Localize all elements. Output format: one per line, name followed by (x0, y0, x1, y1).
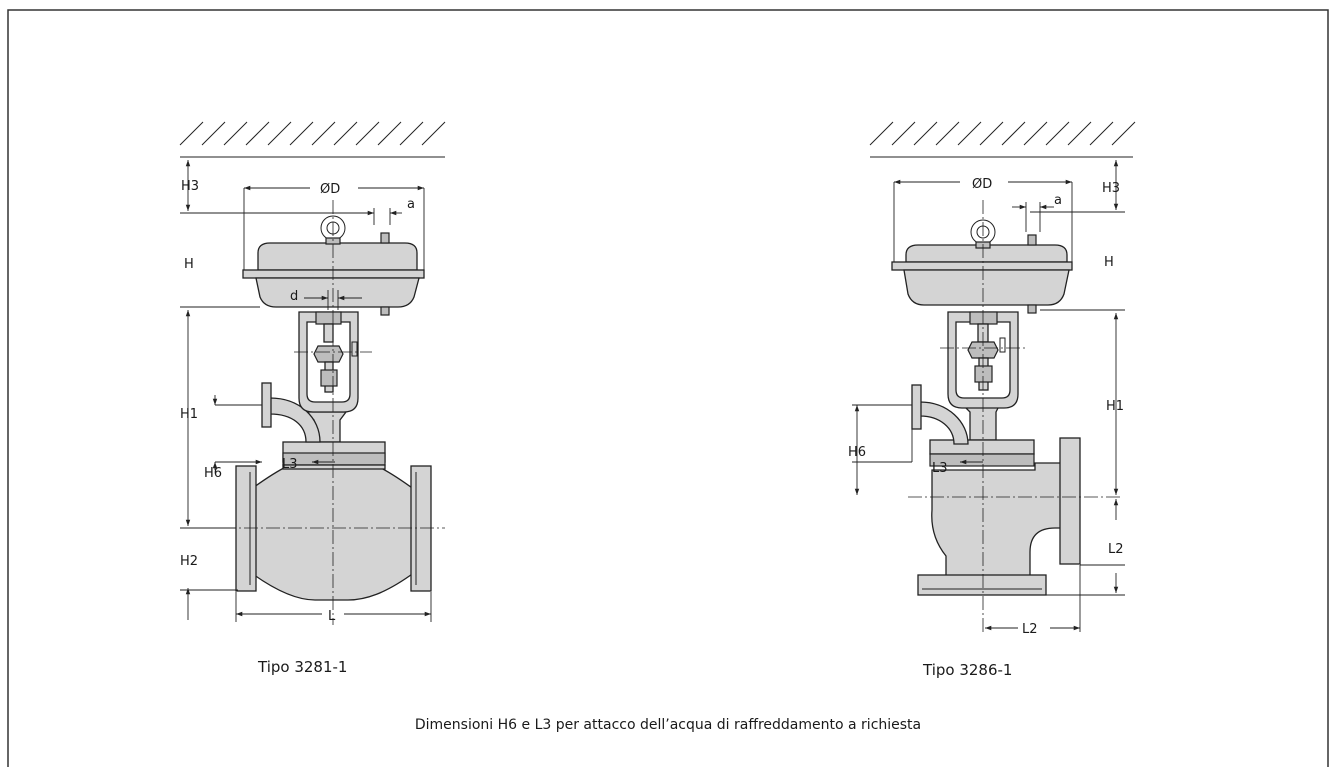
actuator-left (242, 215, 425, 316)
label-d-left: d (290, 289, 298, 304)
valve-3281-1: ØD a d H3 H H1 H6 L3 H2 L Tipo 3281-1 (179, 121, 446, 676)
valve-3286-1: ØD a H3 H H1 H6 L3 L2 L2 Tipo 3286-1 (848, 121, 1136, 679)
caption-left: Tipo 3281-1 (257, 658, 347, 676)
flange-left-b (410, 465, 432, 592)
dimensions-right (852, 160, 1125, 632)
yoke-right (947, 311, 1019, 409)
label-l3-right: L3 (932, 461, 948, 476)
label-od-right: ØD (972, 177, 992, 192)
label-h1-right: H1 (1106, 399, 1124, 414)
label-h3-left: H3 (181, 179, 199, 194)
cooling-pipe-right (919, 401, 969, 445)
valve-body-left (249, 457, 416, 601)
label-h-left: H (184, 257, 194, 272)
bottom-flange-right (917, 574, 1047, 596)
yoke-left (298, 311, 359, 413)
label-od-left: ØD (320, 182, 340, 197)
angle-body-right (931, 462, 1071, 577)
label-l2-vertical-right: L2 (1108, 542, 1124, 557)
ceiling-hatch-right (869, 121, 1136, 158)
label-h6-right: H6 (848, 445, 866, 460)
bonnet-right (960, 403, 1002, 441)
footnote: Dimensioni H6 e L3 per attacco dell’acqu… (415, 717, 921, 733)
dimensions-left (180, 160, 432, 622)
label-h3-right: H3 (1102, 181, 1120, 196)
label-a-right: a (1054, 193, 1062, 208)
flange-left-a (235, 465, 257, 592)
label-h-right: H (1104, 255, 1114, 270)
label-h1-left: H1 (180, 407, 198, 422)
actuator-right (891, 219, 1073, 314)
label-l-left: L (328, 609, 336, 624)
bonnet-flange-right (929, 439, 1035, 455)
label-a-left: a (407, 197, 415, 212)
cooling-pipe-left (269, 397, 321, 443)
label-l3-left: L3 (282, 457, 298, 472)
label-l2-horizontal-right: L2 (1022, 622, 1038, 637)
label-h6-left: H6 (204, 466, 222, 481)
caption-right: Tipo 3286-1 (922, 661, 1012, 679)
outlet-flange-right (1059, 437, 1081, 565)
label-h2-left: H2 (180, 554, 198, 569)
page-border (7, 9, 1329, 767)
ceiling-hatch-left (179, 121, 446, 158)
